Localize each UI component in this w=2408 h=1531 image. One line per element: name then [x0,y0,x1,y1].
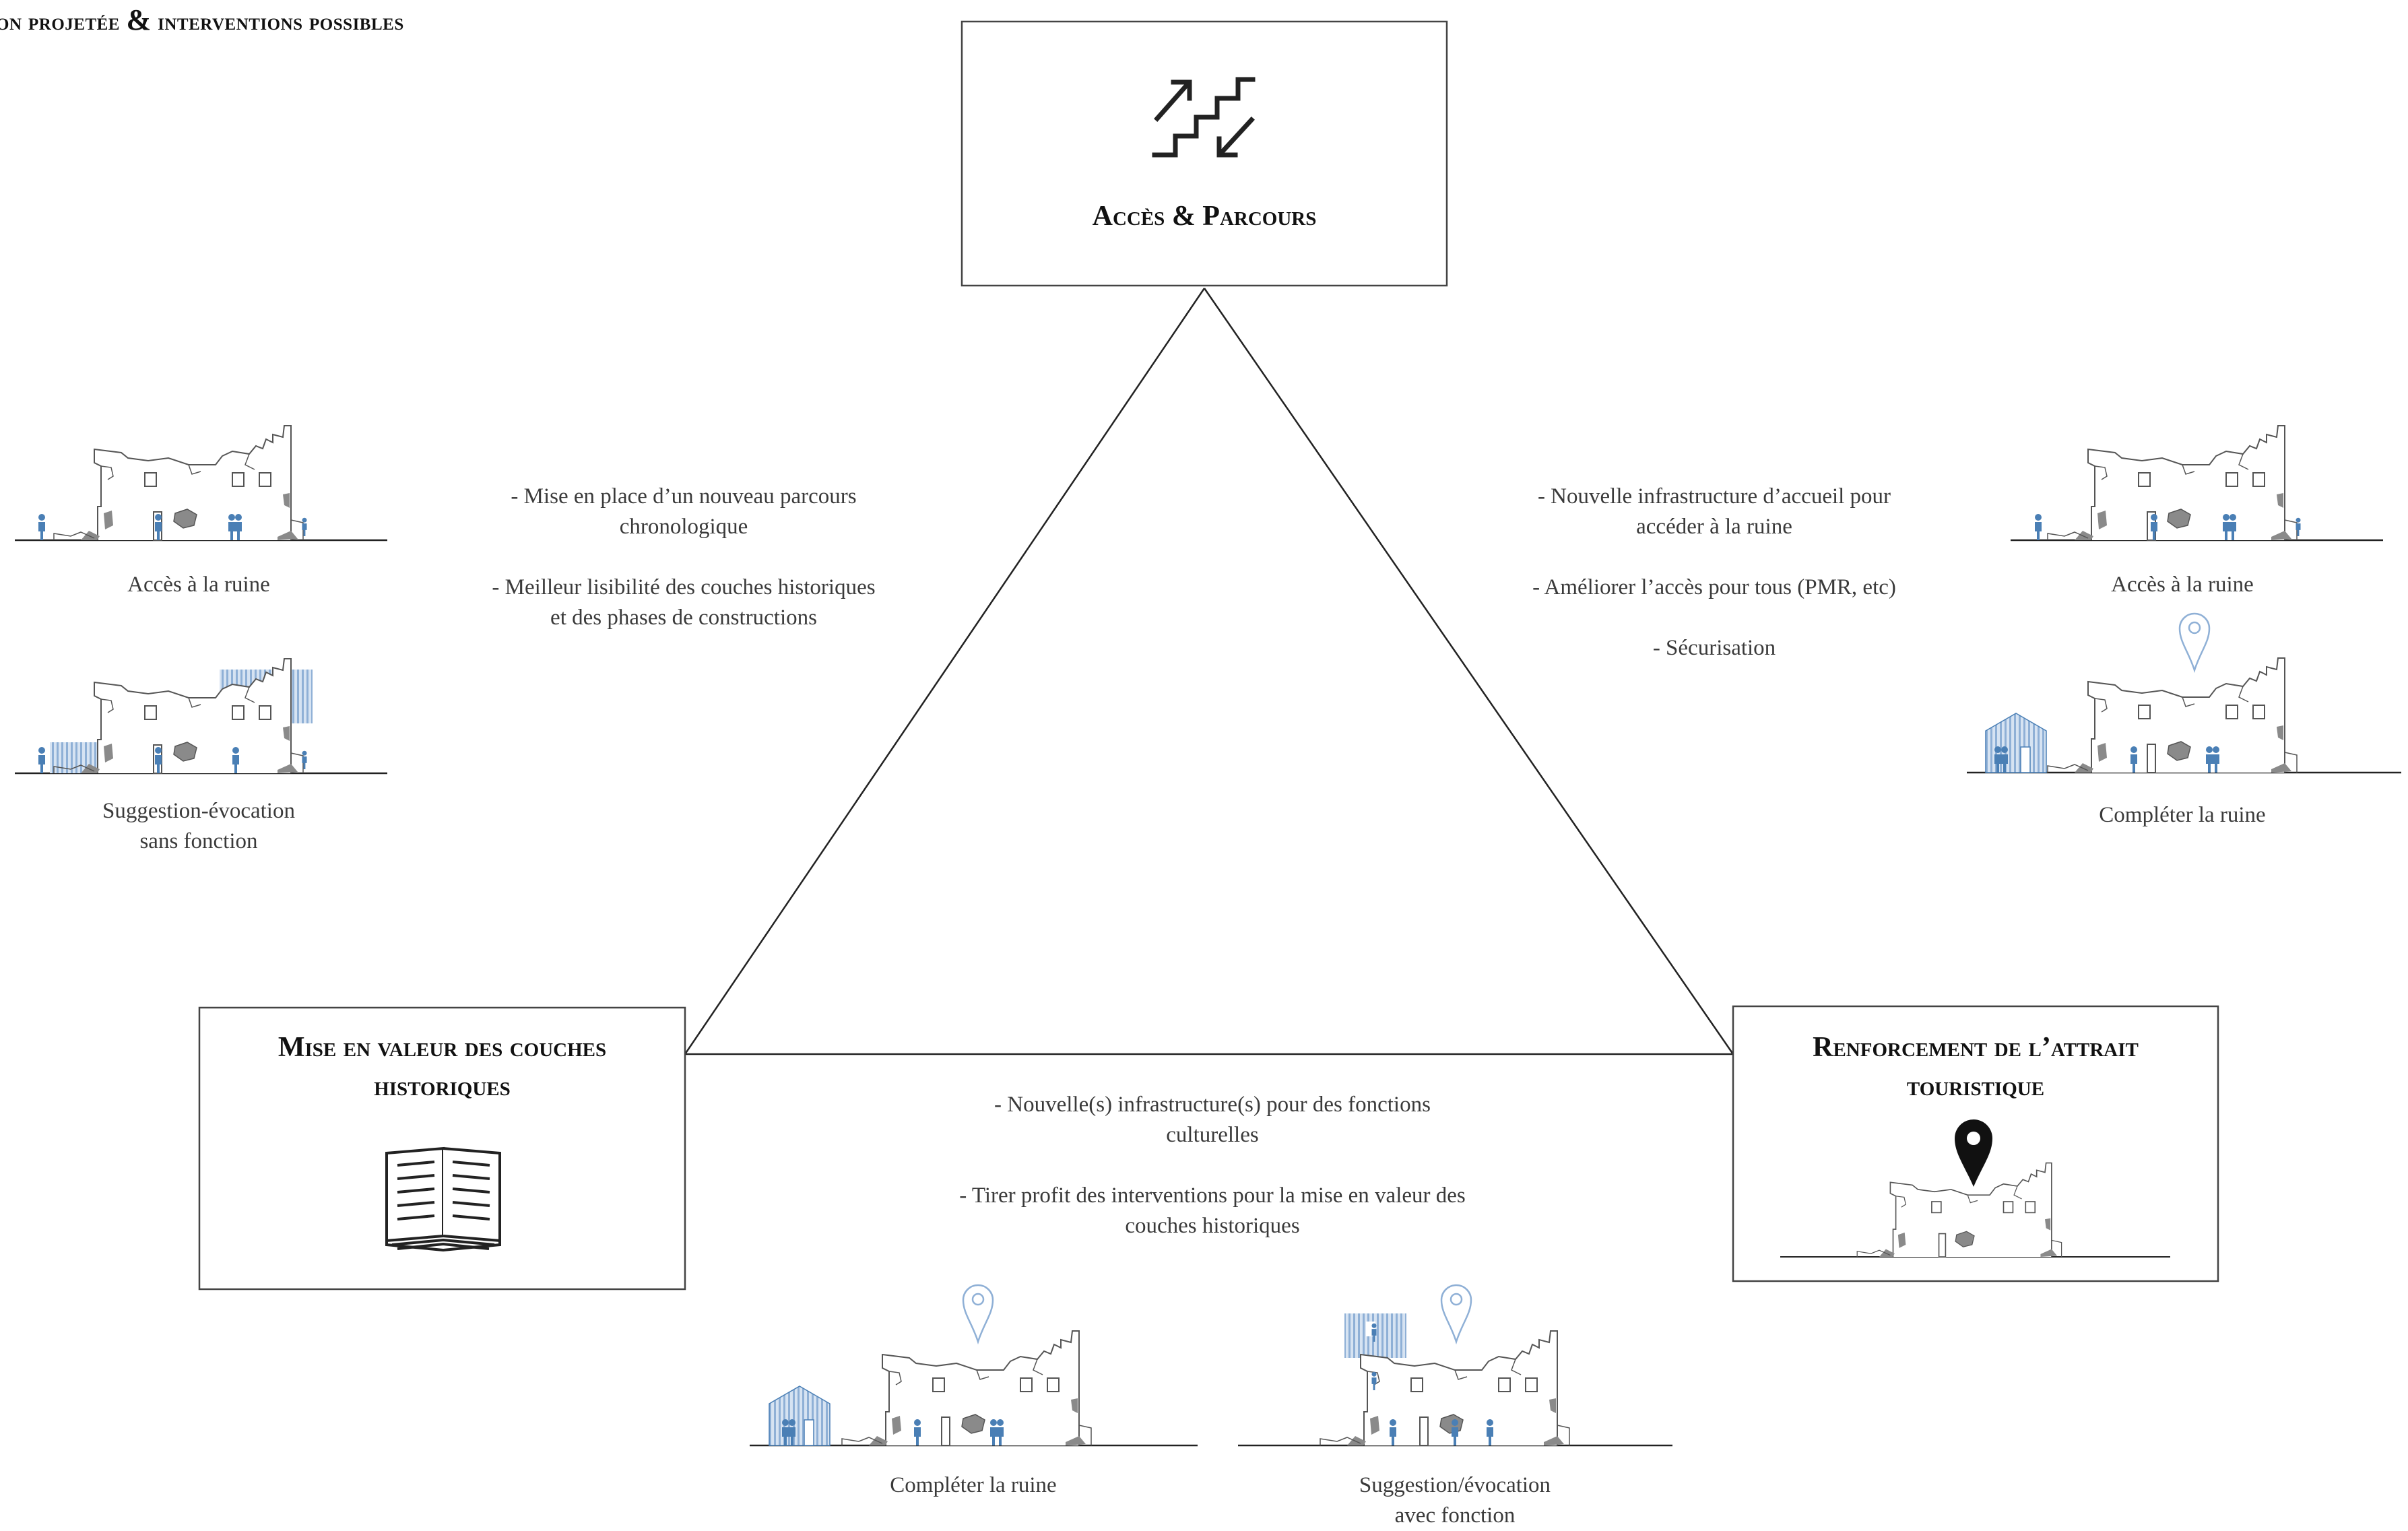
note-left-line3: - Meilleur lisibilité des couches histor… [492,575,876,599]
ruin-illustration-renforcement [1780,1162,2170,1258]
caption-left-suggestion-line2: sans fonction [139,829,258,853]
caption-bottom-suggestion-line2: avec fonction [1394,1503,1516,1528]
note-left-gap [471,542,896,573]
note-bottom-gap [943,1150,1482,1181]
note-bottom-line2: culturelles [1166,1123,1259,1147]
note-right-gap1 [1502,542,1926,573]
node-title-renforcement-line2: touristique [1906,1071,2045,1102]
note-right-line3: - Améliorer l’accès pour tous (PMR, etc) [1532,575,1896,599]
caption-bottom-suggestion-line1: Suggestion/évocation [1359,1473,1551,1497]
node-title-renforcement-line1: Renforcement de l’attrait [1813,1032,2139,1063]
ruin-illustration-left-suggestion [15,658,387,775]
node-title-mise-en-valeur-line2: historiques [374,1071,511,1102]
page-title-ampersand: & [126,3,152,36]
caption-right-complete: Compléter la ruine [2048,800,2317,830]
caption-bottom-complete-text: Compléter la ruine [890,1473,1057,1497]
note-right-line2: accéder à la ruine [1636,515,1792,539]
caption-right-complete-text: Compléter la ruine [2099,803,2266,827]
ruin-illustration-bottom-complete [750,1284,1198,1447]
caption-bottom-complete: Compléter la ruine [839,1470,1108,1501]
node-box-acces-parcours [961,20,1448,287]
page-title-part2: interventions possibles [158,8,404,35]
notes-right: - Nouvelle infrastructure d’accueil pour… [1502,482,1926,663]
ruin-illustration-left-access [15,425,387,542]
node-title-renforcement: Renforcement de l’attrait touristique [1733,1028,2218,1106]
caption-bottom-suggestion: Suggestion/évocation avec fonction [1320,1470,1590,1531]
caption-left-suggestion-line1: Suggestion-évocation [102,799,295,823]
notes-left: - Mise en place d’un nouveau parcours ch… [471,482,896,633]
stairs-up-down-arrows-icon [1152,77,1256,158]
note-bottom-line3: - Tirer profit des interventions pour la… [959,1183,1466,1208]
page-title: on projetée & interventions possibles [0,3,404,37]
note-left-line4: et des phases de constructions [550,606,817,630]
ruin-illustration-right-complete [1967,612,2401,774]
note-right-line4: - Sécurisation [1652,636,1776,660]
caption-left-suggestion: Suggestion-évocation sans fonction [64,796,333,857]
note-bottom-line4: couches historiques [1125,1214,1300,1238]
node-title-mise-en-valeur-line1: Mise en valeur des couches [278,1032,607,1063]
node-title-acces-parcours-text: Accès & Parcours [1092,201,1317,232]
caption-right-access: Accès à la ruine [2048,570,2317,600]
note-left-line1: - Mise en place d’un nouveau parcours [511,484,857,509]
note-left-line2: chronologique [619,515,748,539]
caption-left-access-text: Accès à la ruine [127,573,270,597]
node-title-mise-en-valeur: Mise en valeur des couches historiques [199,1028,685,1106]
triangle-edge-right [1203,288,1734,1055]
node-title-acces-parcours: Accès & Parcours [962,197,1447,236]
caption-left-access: Accès à la ruine [64,570,333,600]
triangle-edge-left [684,288,1206,1055]
ruin-illustration-bottom-suggestion [1238,1284,1672,1447]
concept-triangle [684,288,1734,1055]
note-bottom-line1: - Nouvelle(s) infrastructure(s) pour des… [994,1093,1431,1117]
page-title-part1: on projetée [0,8,120,35]
notes-bottom: - Nouvelle(s) infrastructure(s) pour des… [943,1090,1482,1241]
note-right-gap2 [1502,603,1926,633]
ruin-illustration-right-access [2011,425,2383,542]
map-pin-icon [1955,1119,1992,1187]
note-right-line1: - Nouvelle infrastructure d’accueil pour [1537,484,1891,509]
open-book-icon [385,1146,501,1252]
caption-right-access-text: Accès à la ruine [2111,573,2254,597]
